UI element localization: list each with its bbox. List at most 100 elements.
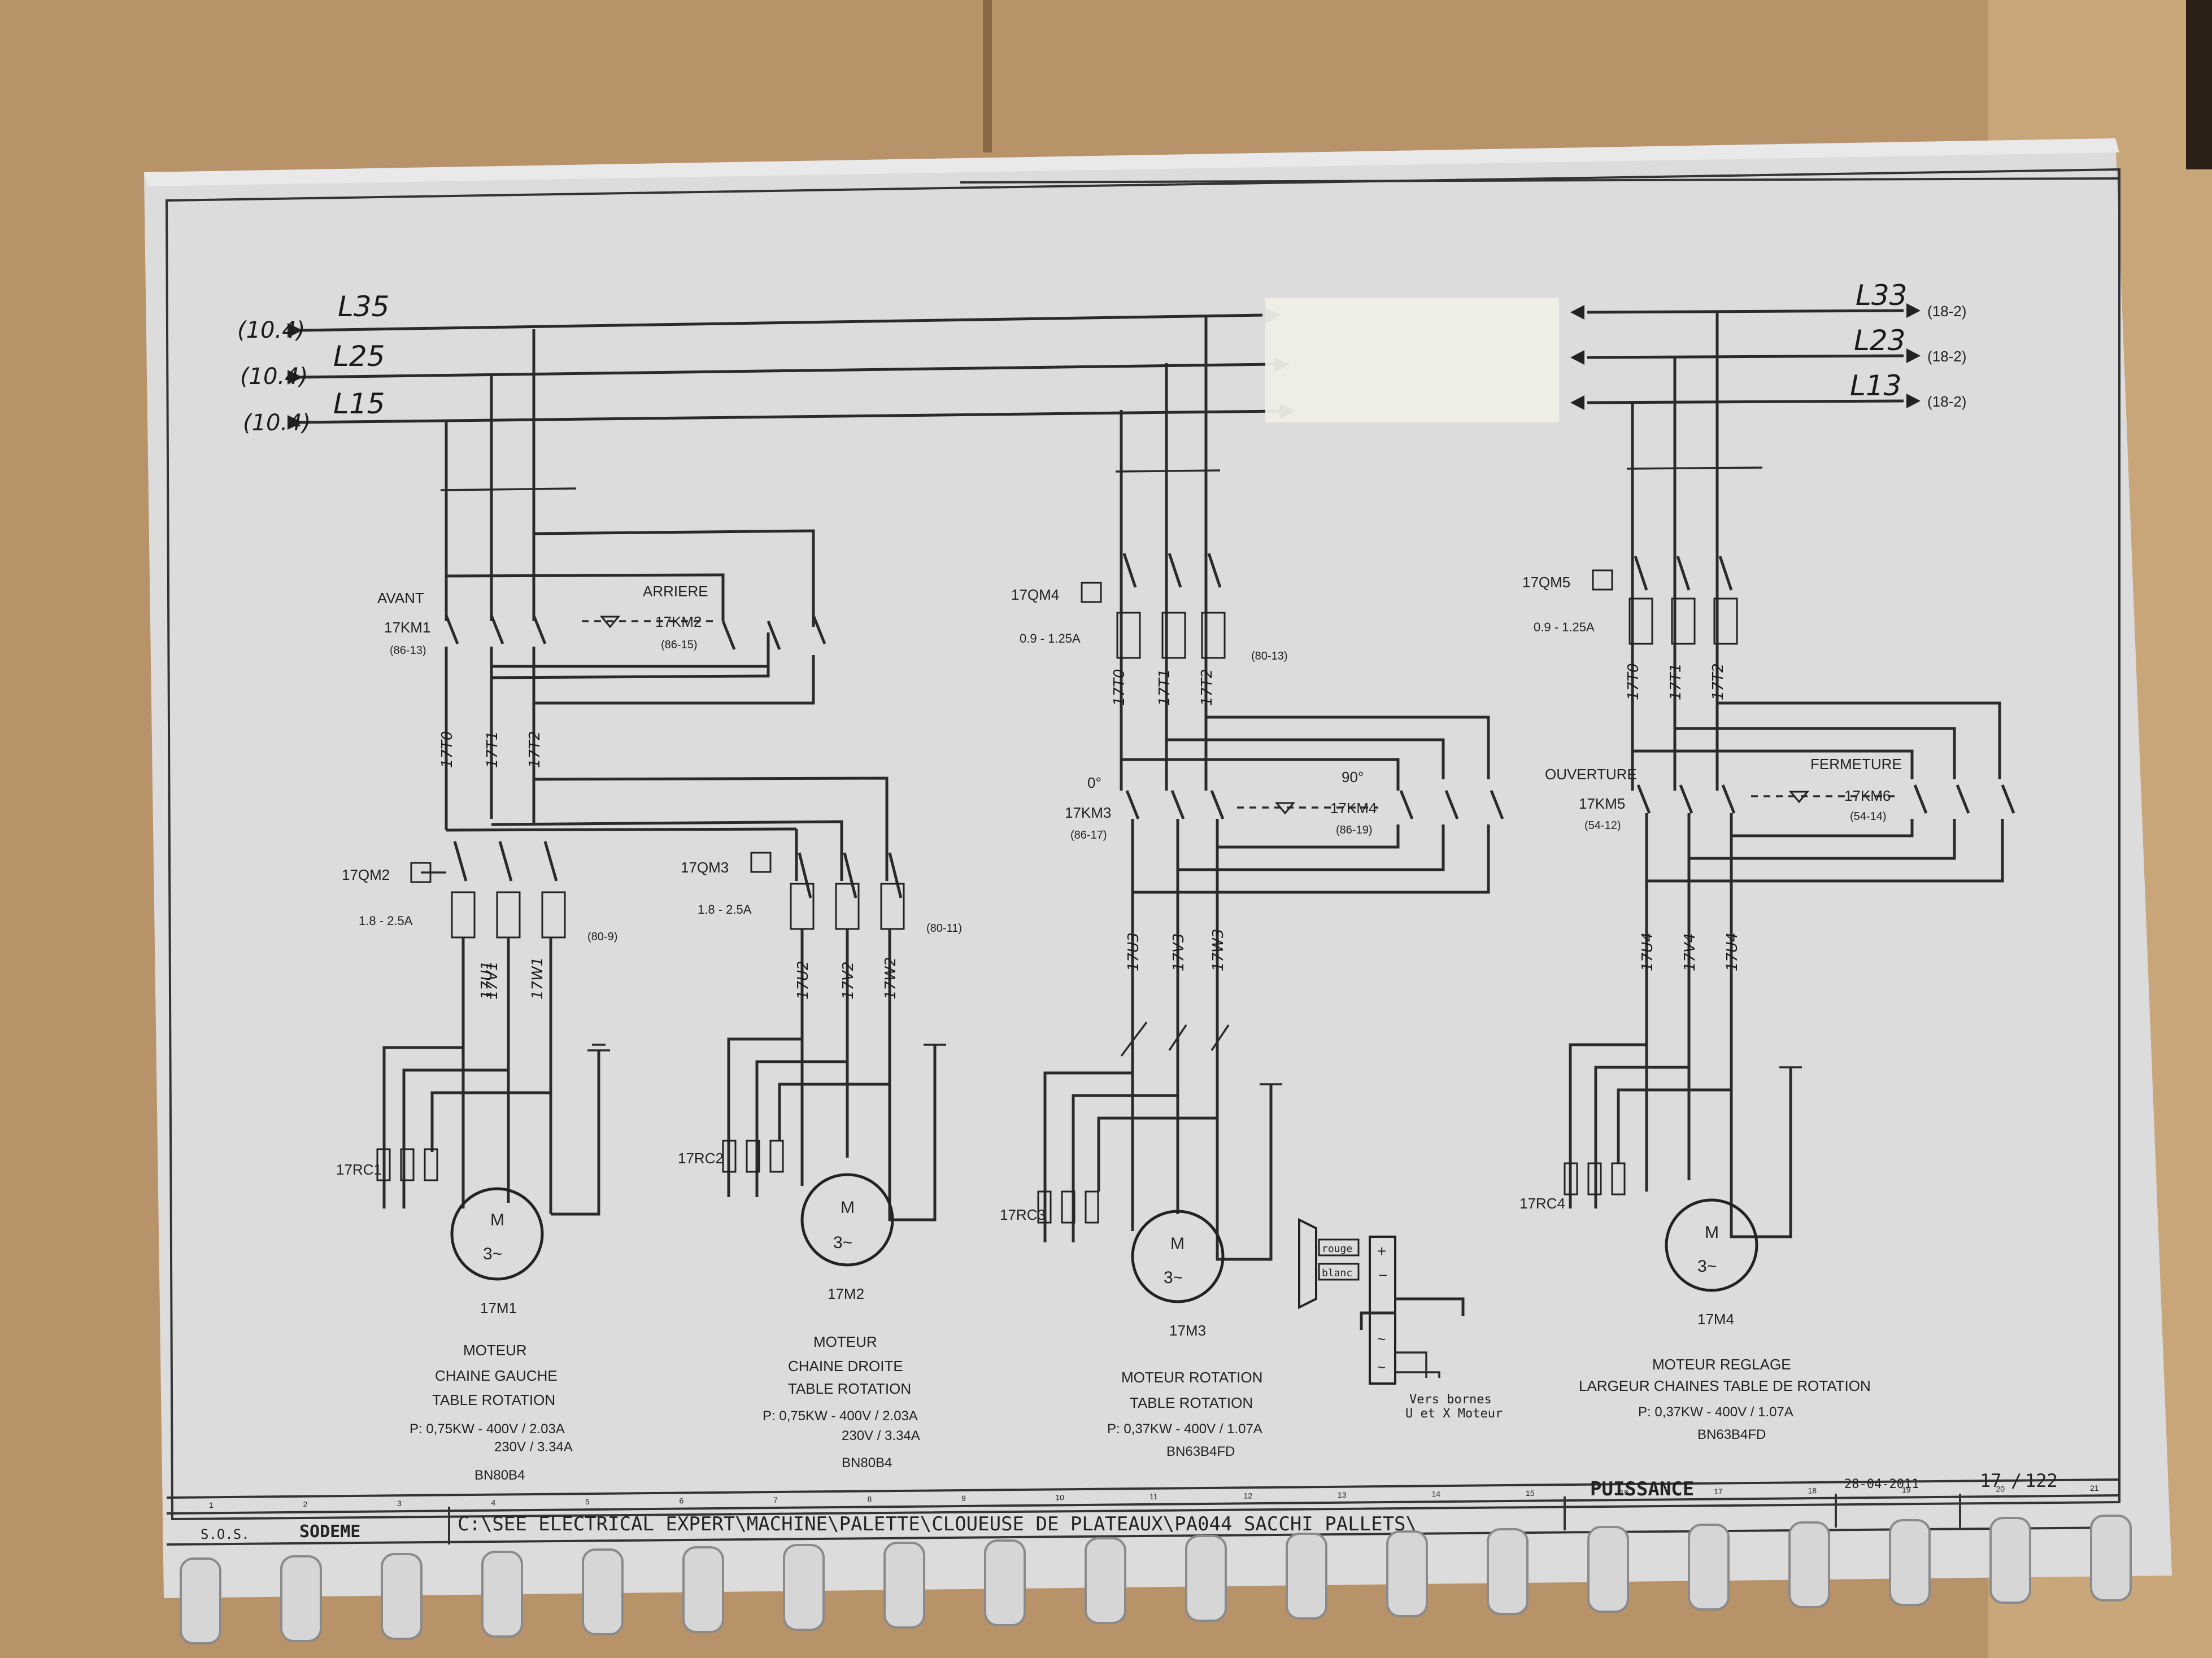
section-title: PUISSANCE bbox=[1590, 1478, 1694, 1500]
binding-ring bbox=[783, 1544, 825, 1631]
binding-ring bbox=[1386, 1530, 1428, 1617]
label-avant: AVANT bbox=[377, 590, 424, 607]
column-number: 15 bbox=[1526, 1489, 1535, 1498]
spiral-binding bbox=[180, 1515, 2132, 1644]
label-qm-range: 0.9 - 1.25A bbox=[1534, 620, 1595, 634]
file-path: C:\SEE ELECTRICAL EXPERT\MACHINE\PALETTE… bbox=[458, 1513, 1417, 1535]
motor-desc: P: 0,37KW - 400V / 1.07A bbox=[1638, 1404, 1793, 1420]
wire-label: 17T1 bbox=[1156, 669, 1173, 706]
motor-desc: TABLE ROTATION bbox=[788, 1380, 911, 1397]
wire-color-label: rouge bbox=[1322, 1243, 1352, 1255]
motor-m: M bbox=[490, 1211, 504, 1229]
label-qm: 17QM5 bbox=[1522, 574, 1570, 591]
svg-text:−: − bbox=[1378, 1267, 1387, 1284]
column-number: 12 bbox=[1244, 1491, 1253, 1500]
line-label: L15 bbox=[333, 387, 385, 420]
label-km3: 17KM3 bbox=[1065, 804, 1111, 821]
column-number: 20 bbox=[1996, 1485, 2005, 1494]
motor-desc: CHAINE GAUCHE bbox=[435, 1367, 558, 1384]
motor-desc: MOTEUR ROTATION bbox=[1121, 1369, 1262, 1386]
company-short: S.O.S. bbox=[201, 1526, 250, 1542]
wire-label: 17U4 bbox=[1639, 932, 1656, 971]
drawing-date: 28-04-2011 bbox=[1844, 1477, 1919, 1491]
wire-label: 17T1 bbox=[1667, 663, 1684, 700]
motor-symbol bbox=[1665, 1198, 1758, 1292]
column-number: 5 bbox=[585, 1497, 590, 1506]
brake-terminal-block: rouge blanc + − ~ ~ Vers bornes U et X M… bbox=[1298, 1218, 1503, 1421]
motor-3phase: 3~ bbox=[1697, 1257, 1717, 1276]
label-rc: 17RC3 bbox=[1000, 1206, 1046, 1223]
label-0deg: 0° bbox=[1087, 774, 1101, 791]
brake-note: U et X Moteur bbox=[1405, 1407, 1503, 1421]
column-number: 4 bbox=[491, 1498, 496, 1507]
bus-ref: (18-2) bbox=[1927, 303, 1966, 320]
motor-id: 17M2 bbox=[828, 1285, 864, 1302]
motor-desc: TABLE ROTATION bbox=[1130, 1394, 1253, 1411]
bus-labels-right: L33 L23 L13 (18-2) (18-2) (18-2) bbox=[1850, 279, 1966, 410]
ref-km5: (54-12) bbox=[1584, 819, 1621, 832]
circuit-17M3: 17QM4 0.9 - 1.25A (80-13) 17T0 17T1 17T2… bbox=[1000, 316, 1504, 1459]
motor-desc: MOTEUR bbox=[463, 1342, 527, 1359]
column-number: 6 bbox=[680, 1496, 684, 1506]
contact-17KM2 bbox=[721, 615, 826, 650]
column-number: 2 bbox=[303, 1500, 308, 1509]
binding-ring bbox=[2090, 1515, 2132, 1602]
binding-ring bbox=[1286, 1533, 1327, 1620]
binding-ring bbox=[1788, 1521, 1830, 1608]
motor-desc: BN63B4FD bbox=[1166, 1444, 1235, 1459]
wire-label: 17W1 bbox=[529, 957, 546, 1000]
line-label: L25 bbox=[333, 340, 385, 373]
column-number: 17 bbox=[1714, 1487, 1723, 1496]
column-number: 7 bbox=[773, 1495, 778, 1504]
column-number: 14 bbox=[1432, 1490, 1441, 1499]
wire-color-label: blanc bbox=[1322, 1267, 1352, 1279]
binding-ring bbox=[1185, 1535, 1227, 1622]
bus-ref: (10.4) bbox=[240, 364, 308, 390]
contact-17KM1 bbox=[445, 615, 547, 644]
motor-m: M bbox=[1705, 1223, 1719, 1242]
ref-km4: (86-19) bbox=[1336, 824, 1372, 836]
column-number: 10 bbox=[1056, 1493, 1065, 1502]
label-km2: 17KM2 bbox=[655, 613, 702, 630]
column-number: 3 bbox=[397, 1499, 402, 1508]
label-km4: 17KM4 bbox=[1330, 800, 1377, 817]
wire-label: 17V4 bbox=[1682, 933, 1699, 971]
binding-ring bbox=[280, 1555, 322, 1642]
motor-m: M bbox=[1170, 1234, 1185, 1253]
wire-label: 17V2 bbox=[840, 962, 857, 1000]
ref-km3: (86-17) bbox=[1070, 829, 1107, 841]
label-90deg: 90° bbox=[1342, 769, 1364, 786]
binding-ring bbox=[984, 1539, 1026, 1626]
wire-label: 17T2 bbox=[526, 731, 543, 768]
label-arriere: ARRIERE bbox=[643, 583, 708, 600]
motor-desc: TABLE ROTATION bbox=[432, 1391, 555, 1408]
line-label: L33 bbox=[1856, 279, 1907, 312]
wire-label: 17T2 bbox=[1710, 663, 1727, 700]
motor-3phase: 3~ bbox=[483, 1245, 502, 1263]
wire-label: 17T0 bbox=[439, 731, 456, 768]
wire-label: 17U1 bbox=[478, 961, 495, 1000]
circuit-17M4: 17QM5 0.9 - 1.25A 17T0 17T1 17T2 OUVERTU… bbox=[1519, 312, 2015, 1442]
wire-label: 17U3 bbox=[1125, 932, 1142, 971]
label-km6: 17KM6 bbox=[1844, 787, 1891, 804]
binding-ring bbox=[1688, 1524, 1730, 1611]
motor-3phase: 3~ bbox=[833, 1233, 852, 1252]
motor-id: 17M4 bbox=[1697, 1311, 1734, 1328]
binding-ring bbox=[682, 1546, 724, 1633]
brake-note: Vers bornes bbox=[1409, 1393, 1492, 1407]
motor-symbol bbox=[450, 1187, 544, 1281]
binding-ring bbox=[180, 1557, 221, 1644]
bus-ref: (10.4) bbox=[237, 317, 305, 343]
binding-ring bbox=[481, 1551, 523, 1638]
wire-label: 17U4 bbox=[1724, 932, 1741, 971]
wire-label: 17T2 bbox=[1199, 669, 1216, 706]
label-km5: 17KM5 bbox=[1579, 795, 1625, 812]
column-number: 13 bbox=[1338, 1490, 1347, 1499]
binding-ring bbox=[1487, 1528, 1529, 1615]
svg-text:~: ~ bbox=[1377, 1359, 1386, 1376]
column-number: 8 bbox=[868, 1495, 872, 1504]
motor-desc: MOTEUR REGLAGE bbox=[1652, 1356, 1791, 1373]
svg-text:~: ~ bbox=[1377, 1330, 1386, 1347]
label-qm: 17QM2 bbox=[342, 866, 390, 883]
